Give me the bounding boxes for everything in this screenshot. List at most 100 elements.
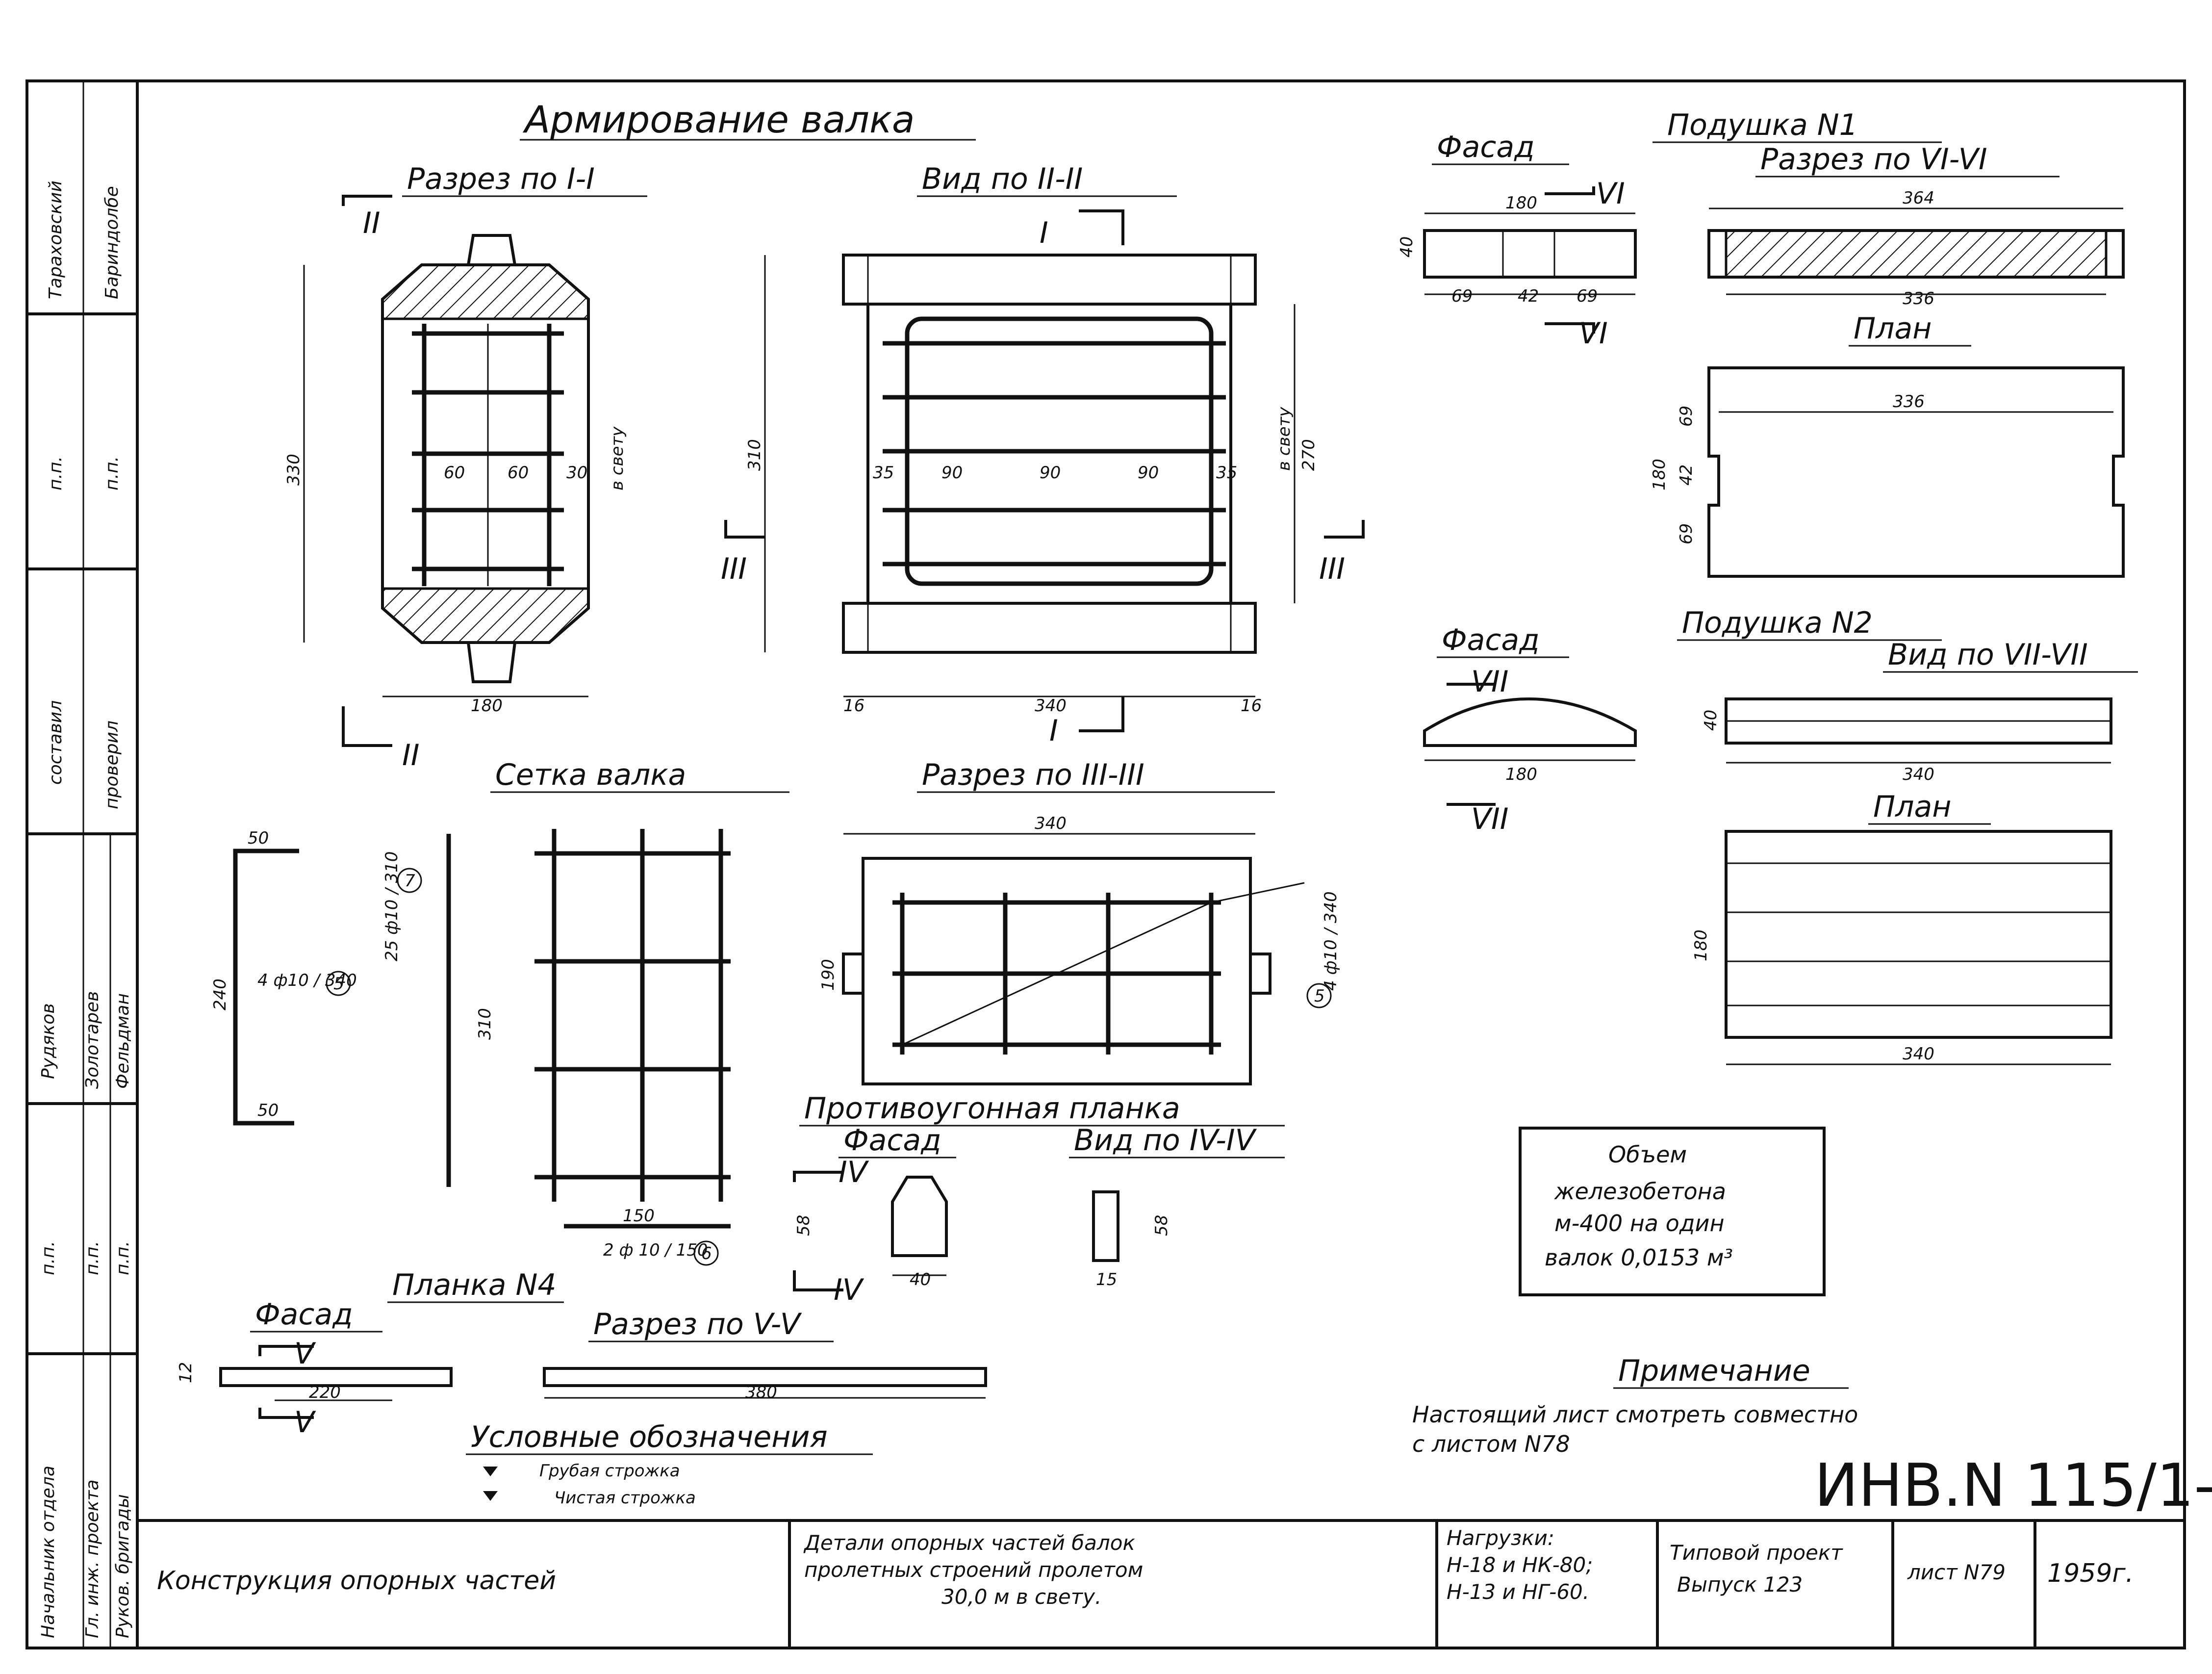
mark-III-right: III — [1319, 552, 1345, 586]
antitheft-view-title: Вид по IV-IV — [1074, 1123, 1257, 1158]
dim-340b: 340 — [1035, 814, 1067, 833]
dim-364: 364 — [1903, 188, 1934, 208]
dim-180d: 180 — [1505, 765, 1537, 784]
mark-VI-top: VI — [1596, 177, 1625, 211]
description-line-3: 30,0 м в свету. — [941, 1585, 1101, 1609]
mark-VII-top: VII — [1471, 665, 1508, 699]
dim-220: 220 — [309, 1383, 341, 1402]
marker-5a: 5 — [333, 974, 344, 994]
outer-frame — [25, 79, 2186, 1649]
legend-title: Условные обозначения — [471, 1420, 828, 1454]
mark-III-left: III — [721, 552, 747, 586]
legend-clean: Чистая строжка — [554, 1488, 696, 1508]
note: Примечание Настоящий лист смотреть совме… — [1412, 1354, 1858, 1457]
dim-180: 180 — [471, 696, 503, 716]
dim-340c: 340 — [1903, 765, 1934, 784]
dim-180c: 180 — [1650, 459, 1669, 490]
side-role-6a: Начальник отдела — [38, 1466, 58, 1638]
pad2-title: Подушка N2 — [1682, 606, 1873, 640]
side-name-4a: Рудяков — [38, 1003, 58, 1079]
mark-II-bottom: II — [402, 738, 419, 773]
dim-340d: 340 — [1903, 1044, 1934, 1064]
legend: Условные обозначения Грубая строжка Чист… — [466, 1420, 873, 1508]
dim-90b: 90 — [1040, 463, 1061, 483]
volume-line-4: валок 0,0153 м³ — [1545, 1244, 1733, 1271]
dim-58b: 58 — [1152, 1215, 1171, 1236]
dim-69c: 69 — [1677, 406, 1696, 427]
plate4-title: Планка N4 — [392, 1268, 557, 1302]
dim-clear-2: в свету — [1274, 407, 1294, 471]
dim-90a: 90 — [941, 463, 963, 483]
load-label: Нагрузки: — [1447, 1526, 1554, 1550]
pad1-section-title: Разрез по VI-VI — [1760, 142, 1987, 177]
dim-180e: 180 — [1691, 929, 1711, 961]
pad1-facade: Фасад 180 VI 40 69 42 69 VI — [1397, 130, 1637, 351]
side-name-1a: Тараховский — [46, 180, 66, 299]
dim-69b: 69 — [1576, 286, 1598, 306]
mark-I-top: I — [1040, 216, 1048, 250]
side-role-6b: Гл. инж. проекта — [82, 1479, 102, 1638]
dim-336b: 336 — [1893, 392, 1925, 412]
plate4-section-title: Разрез по V-V — [593, 1307, 802, 1341]
plate4-facade-title: Фасад — [255, 1297, 353, 1332]
dim-69d: 69 — [1677, 523, 1696, 544]
dim-310: 310 — [745, 439, 764, 471]
side-sign-2b: п.п. — [102, 456, 122, 490]
plate-n4: Планка N4 Фасад V 12 220 V Разрез по V-V… — [176, 1268, 987, 1440]
dim-16b: 16 — [1241, 696, 1262, 716]
side-role-3a: составил — [46, 700, 66, 785]
dim-150: 150 — [623, 1206, 655, 1226]
mesh: Сетка валка 50 50 240 4 ф10 / 340 5 25 ф… — [210, 758, 789, 1266]
facade-b-title: Фасад — [1442, 623, 1540, 657]
rebar-7-label: 25 ф10 / 310 — [382, 851, 402, 961]
side-stamp: Тараховский Бариндолбе п.п. п.п. состави… — [27, 180, 137, 1648]
view-2-2: Вид по II-II I 35 90 90 90 35 310 270 в … — [721, 162, 1365, 748]
side-sign-2a: п.п. — [46, 456, 66, 490]
title-block: Конструкция опорных частей Детали опорны… — [137, 1519, 2185, 1648]
dim-58a: 58 — [794, 1215, 814, 1236]
note-title: Примечание — [1618, 1354, 1810, 1388]
section-1-1: Разрез по I-I II II 330 60 60 30 180 в с… — [284, 162, 647, 773]
side-name-4b: Золотарев — [82, 991, 102, 1089]
pad1-plan-title: План — [1854, 311, 1932, 346]
volume-line-1: Объем — [1608, 1141, 1687, 1168]
mark-IV-top: IV — [839, 1155, 869, 1189]
sheet-number: лист N79 — [1907, 1560, 2006, 1584]
dim-190: 190 — [818, 959, 838, 991]
rebar-5-label: 4 ф10 / 340 — [257, 971, 357, 990]
mark-IV-bottom: IV — [834, 1273, 864, 1307]
pad1: Подушка N1 Разрез по VI-VI 364 336 План … — [1650, 108, 2125, 578]
year: 1959г. — [2047, 1559, 2134, 1588]
dim-50b: 50 — [257, 1101, 279, 1120]
marker-7: 7 — [405, 871, 415, 891]
dim-380: 380 — [745, 1383, 777, 1402]
section-3-3: Разрез по III-III 340 190 4 ф10 / 340 5 — [818, 758, 1341, 1085]
dim-35a: 35 — [873, 463, 894, 483]
section-3-title: Разрез по III-III — [922, 758, 1144, 792]
mark-II-top: II — [363, 206, 380, 240]
dim-270: 270 — [1299, 439, 1319, 471]
volume-line-2: железобетона — [1554, 1178, 1726, 1205]
dim-40b: 40 — [910, 1270, 931, 1289]
description-line-1: Детали опорных частей балок — [803, 1531, 1135, 1555]
dim-15: 15 — [1096, 1270, 1117, 1289]
dim-330: 330 — [284, 454, 304, 486]
legend-rough: Грубая строжка — [539, 1461, 680, 1481]
side-sign-5b: п.п. — [82, 1241, 102, 1275]
dim-clear-1: в свету — [608, 426, 627, 490]
construction-title: Конструкция опорных частей — [157, 1566, 556, 1596]
volume-line-3: м-400 на один — [1554, 1210, 1725, 1236]
note-line-2: с листом N78 — [1412, 1431, 1570, 1457]
side-role-6c: Руков. бригады — [113, 1494, 133, 1638]
dim-30: 30 — [566, 463, 587, 483]
main-title: Армирование валка — [522, 98, 915, 141]
side-sign-5a: п.п. — [38, 1241, 58, 1275]
side-sign-5c: п.п. — [113, 1241, 133, 1275]
dim-42: 42 — [1518, 286, 1539, 306]
inventory-stamp: ИНВ.N 115/1-93 — [1814, 1452, 2212, 1520]
dim-69a: 69 — [1451, 286, 1473, 306]
pad2: Подушка N2 Вид по VII-VII 40 340 План 18… — [1677, 606, 2138, 1065]
project-issue: Выпуск 123 — [1677, 1572, 1803, 1597]
side-name-4c: Фельдман — [113, 993, 133, 1089]
marker-5b: 5 — [1314, 986, 1325, 1006]
